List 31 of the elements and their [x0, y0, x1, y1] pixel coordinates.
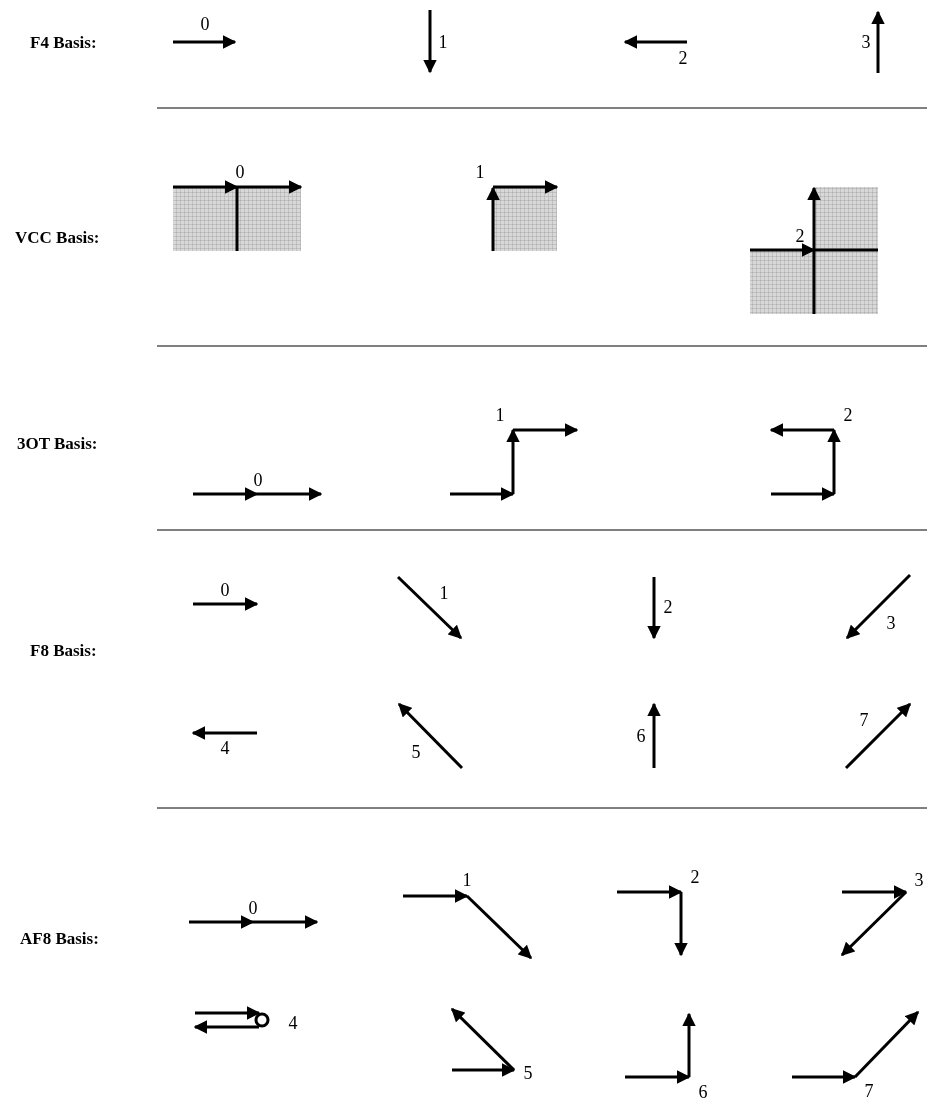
direction-number: 1	[495, 406, 505, 424]
direction-number: 2	[795, 227, 805, 245]
direction-number: 0	[235, 163, 245, 181]
direction-number: 6	[636, 727, 646, 745]
direction-number: 6	[698, 1083, 708, 1100]
direction-number: 7	[864, 1082, 874, 1100]
direction-number: 0	[253, 471, 263, 489]
direction-number: 5	[523, 1064, 533, 1082]
direction-number: 3	[886, 614, 896, 632]
row-heading: F4 Basis:	[30, 33, 97, 51]
direction-number: 3	[914, 871, 924, 889]
row-heading: F8 Basis:	[30, 641, 97, 659]
direction-number: 2	[678, 49, 688, 67]
direction-number: 0	[248, 899, 258, 917]
direction-number: 5	[411, 743, 421, 761]
direction-number: 0	[220, 581, 230, 599]
direction-number: 4	[220, 739, 230, 757]
direction-number: 1	[439, 584, 449, 602]
direction-number: 7	[859, 711, 869, 729]
row-heading: AF8 Basis:	[20, 929, 99, 947]
direction-number: 1	[462, 871, 472, 889]
direction-number: 4	[288, 1014, 298, 1032]
direction-number: 2	[663, 598, 673, 616]
direction-number: 1	[475, 163, 485, 181]
direction-number: 1	[438, 33, 448, 51]
direction-number: 2	[843, 406, 853, 424]
row-heading: 3OT Basis:	[17, 434, 98, 452]
row-heading: VCC Basis:	[15, 228, 100, 246]
direction-number: 0	[200, 15, 210, 33]
direction-number: 2	[690, 868, 700, 886]
direction-number: 3	[861, 33, 871, 51]
